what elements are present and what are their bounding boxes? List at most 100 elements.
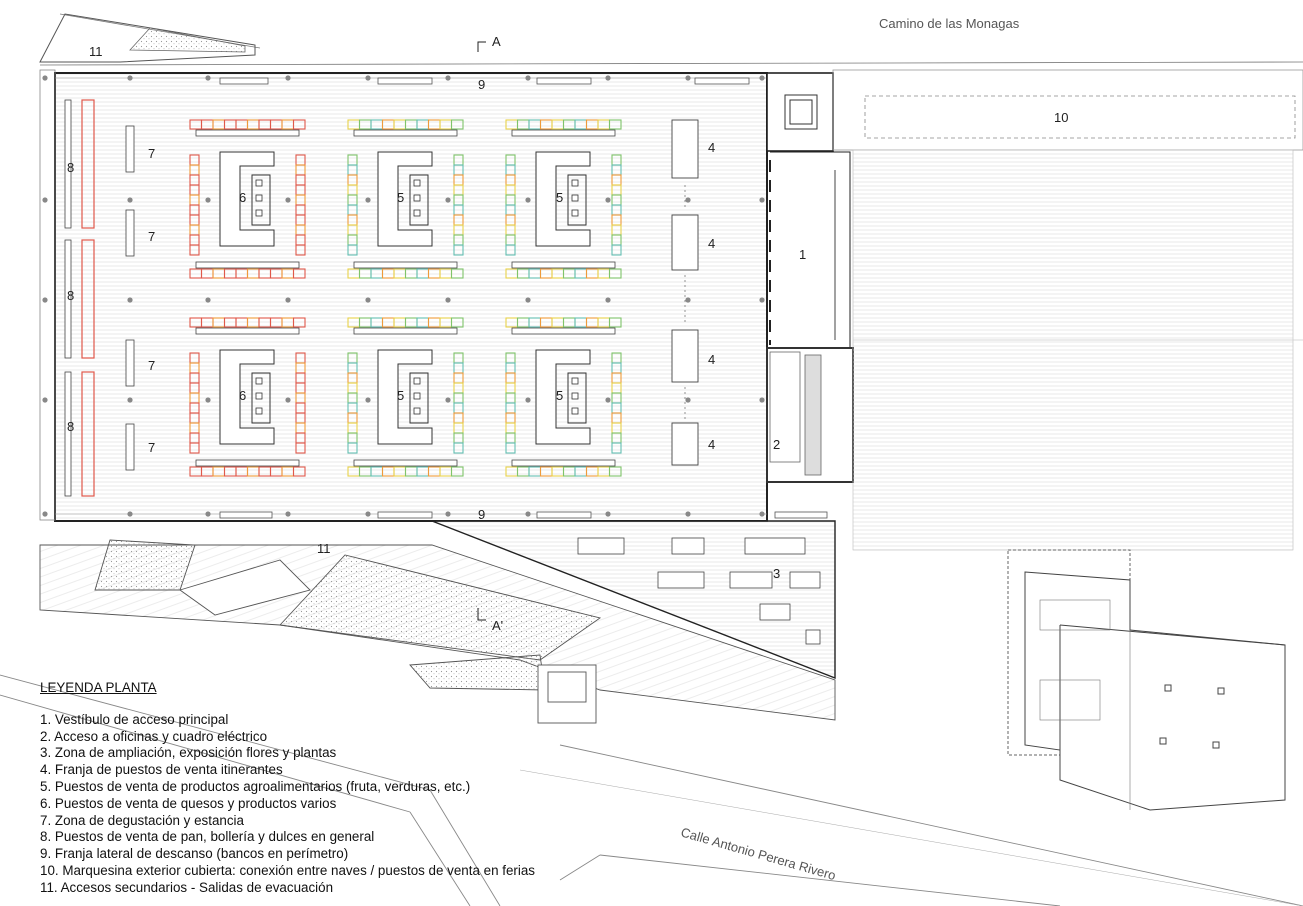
zone-label-5: 5 [397,388,404,403]
column [605,397,611,403]
zone-label-4: 4 [708,437,715,452]
zone-label-10: 10 [1054,110,1068,125]
column [685,75,691,81]
column [285,511,291,517]
structural-columns [42,75,765,517]
stall-blocks [189,119,622,477]
stall-block [505,317,622,477]
zone-label-1: 1 [799,247,806,262]
column [285,297,291,303]
legend-title: LEYENDA PLANTA [40,680,157,695]
column [685,297,691,303]
zone-label-5: 5 [556,190,563,205]
zone-label-4: 4 [708,140,715,155]
zone-label-8: 8 [67,288,74,303]
column [205,397,211,403]
legend-item: 2. Acceso a oficinas y cuadro eléctrico [40,728,268,744]
expansion-zone [431,520,836,680]
column [445,511,451,517]
column [285,75,291,81]
column [365,75,371,81]
column [525,197,531,203]
perimeter-benches [219,77,828,519]
column [759,511,765,517]
itinerant-stalls [671,119,699,466]
section-marker-a-prime: A' [477,608,503,633]
column [525,397,531,403]
legend-item: 5. Puestos de venta de productos agroali… [40,778,471,794]
stall-block [189,317,306,477]
column [127,397,133,403]
column [285,397,291,403]
column [445,197,451,203]
zone-label-8: 8 [67,160,74,175]
column [605,297,611,303]
column [759,75,765,81]
column [759,397,765,403]
zone-label-4: 4 [708,352,715,367]
column [759,297,765,303]
column [365,197,371,203]
tasting-tables [125,125,135,471]
column [365,297,371,303]
column [127,75,133,81]
column [605,197,611,203]
column [127,297,133,303]
street-name-north: Camino de las Monagas [879,16,1020,31]
zone-label-2: 2 [773,437,780,452]
section-marker-a: A [477,34,501,52]
column [205,511,211,517]
zone-label-7: 7 [148,440,155,455]
column [605,75,611,81]
column [42,397,48,403]
column [759,197,765,203]
svg-text:A': A' [492,618,503,633]
zone-label-11: 11 [317,541,331,556]
zone-label-8: 8 [67,419,74,434]
column [445,397,451,403]
column [525,511,531,517]
column [525,75,531,81]
zone-label-5: 5 [397,190,404,205]
legend-item: 1. Vestíbulo de acceso principal [40,711,229,727]
column [365,397,371,403]
stall-block [189,119,306,279]
legend-item: 8. Puestos de venta de pan, bollería y d… [40,829,375,845]
column [42,511,48,517]
legend-item: 11. Accesos secundarios - Salidas de eva… [40,879,334,895]
column [205,75,211,81]
zone-label-11: 11 [89,44,103,59]
south-landscape [0,539,1303,906]
column [365,511,371,517]
zone-label-6: 6 [239,388,246,403]
adjacent-building [1007,549,1286,811]
zone-label-9: 9 [478,77,485,92]
column [445,75,451,81]
column [127,511,133,517]
stall-block [347,317,464,477]
zone-label-9: 9 [478,507,485,522]
column [605,511,611,517]
zone-label-3: 3 [773,566,780,581]
zone-label-7: 7 [148,358,155,373]
zone-label-7: 7 [148,146,155,161]
vestibule-core [766,72,854,483]
stall-block [505,119,622,279]
street-name-south: Calle Antonio Perera Rivero [679,824,837,883]
column [685,511,691,517]
north-road [39,13,1303,66]
legend-item: 10. Marquesina exterior cubierta: conexi… [40,862,536,878]
column [685,397,691,403]
legend-item: 7. Zona de degustación y estancia [40,812,244,828]
zone-label-6: 6 [239,190,246,205]
zone-labels: 1 2 3 4 4 4 4 5 5 5 5 6 6 7 7 7 7 8 8 8 … [67,44,1068,581]
column [205,297,211,303]
column [127,197,133,203]
column [525,297,531,303]
legend-item: 3. Zona de ampliación, exposición flores… [40,745,337,761]
column [42,75,48,81]
legend-item: 6. Puestos de venta de quesos y producto… [40,795,337,811]
stall-block [347,119,464,279]
bread-stalls [64,99,95,497]
